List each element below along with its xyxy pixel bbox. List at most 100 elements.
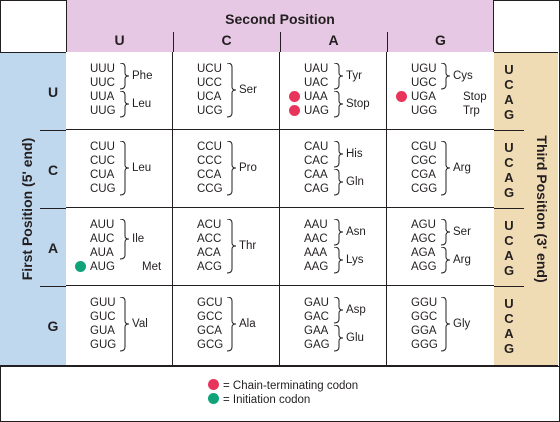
third-panel-row-divider [494, 286, 524, 287]
amino-acid-label: Asp [346, 304, 366, 316]
amino-acid-label: Ser [239, 84, 257, 96]
first-panel-row-divider [40, 286, 66, 287]
codon-label: CUA [90, 169, 115, 181]
legend-stop: = Chain-terminating codon [208, 379, 358, 393]
brace-icon [120, 91, 130, 118]
first-position-title: First Position (5' end) [19, 137, 35, 281]
codon-label: UCC [197, 77, 222, 89]
codon-label: AGC [411, 233, 436, 245]
first-position-panel [0, 52, 66, 366]
first-panel-row-divider [40, 130, 66, 131]
amino-acid-label: Thr [239, 240, 257, 252]
third-position-letter: A [504, 92, 514, 107]
amino-acid-label: Ser [453, 226, 471, 238]
codon-label: AGG [411, 261, 437, 273]
codon-label: CGA [411, 169, 436, 181]
codon-label: CAU [304, 141, 329, 153]
codon-label: ACG [197, 261, 222, 273]
third-position-letter: C [504, 311, 514, 326]
codon-label: UUA [90, 91, 115, 103]
codon-label: ACA [197, 247, 221, 259]
first-panel-row-divider [40, 208, 66, 209]
amino-acid-label: Pro [239, 162, 257, 174]
third-position-title: Third Position (3' end) [534, 135, 550, 283]
codon-label: CCU [197, 141, 222, 153]
brace-icon [334, 247, 344, 274]
brace-icon [441, 219, 451, 246]
brace-icon [227, 63, 237, 118]
codon-label: GCC [197, 311, 223, 323]
brace-icon [227, 297, 237, 352]
legend-start-label: = Initiation codon [223, 394, 311, 406]
codon-label: UUC [90, 77, 115, 89]
codon-label: AAU [304, 219, 328, 231]
legend-stop-label: = Chain-terminating codon [223, 380, 359, 392]
codon-label: GCA [197, 325, 222, 337]
amino-acid-label: Met [142, 261, 162, 273]
third-position-letter: C [504, 233, 514, 248]
brace-icon [334, 141, 344, 168]
amino-acid-label: Ala [239, 318, 256, 330]
brace-icon [334, 169, 344, 196]
codon-label: ACC [197, 233, 222, 245]
first-position-letter: A [47, 240, 59, 256]
start-dot-icon [75, 261, 86, 272]
codon-label: CAC [304, 155, 329, 167]
codon-label: UGA [411, 91, 436, 103]
third-position-letter: A [504, 326, 514, 341]
third-position-letter: G [503, 185, 515, 200]
third-position-letter: U [504, 296, 514, 311]
second-position-letter: G [435, 32, 446, 48]
brace-icon [334, 297, 344, 324]
codon-label: CCA [197, 169, 222, 181]
codon-label: GAG [304, 339, 330, 351]
codon-label: CUU [90, 141, 115, 153]
brace-icon [120, 297, 130, 352]
codon-label: UGG [411, 105, 438, 117]
second-position-letter: A [328, 32, 339, 48]
amino-acid-label: Arg [453, 254, 471, 266]
brace-icon [227, 141, 237, 196]
third-position-letter: A [504, 170, 514, 185]
third-position-letter: G [503, 107, 515, 122]
second-position-title: Second Position [225, 11, 335, 27]
stop-dot-icon [208, 379, 219, 390]
third-position-letter: U [504, 218, 514, 233]
amino-acid-label: Cys [453, 70, 473, 82]
codon-label: GUG [90, 339, 117, 351]
codon-label: GAC [304, 311, 329, 323]
codon-label: AUG [90, 261, 115, 273]
start-dot-icon [208, 393, 219, 404]
amino-acid-label: Arg [453, 162, 471, 174]
first-position-letter: U [47, 84, 59, 100]
codon-label: UAU [304, 63, 329, 75]
codon-label: UCU [197, 63, 222, 75]
amino-acid-label: His [346, 148, 363, 160]
codon-label: GGA [411, 325, 437, 337]
third-position-letter: U [504, 62, 514, 77]
brace-icon [120, 219, 130, 260]
codon-label: AAG [304, 261, 329, 273]
third-panel-row-divider [494, 130, 524, 131]
grid-bottom-divider [0, 366, 560, 367]
amino-acid-label: Leu [132, 98, 152, 110]
codon-label: UAG [304, 105, 329, 117]
brace-icon [334, 219, 344, 246]
codon-label: AGU [411, 219, 436, 231]
codon-label: UAC [304, 77, 329, 89]
third-position-panel [494, 52, 558, 366]
codon-label: UUG [90, 105, 116, 117]
brace-icon [441, 141, 451, 196]
